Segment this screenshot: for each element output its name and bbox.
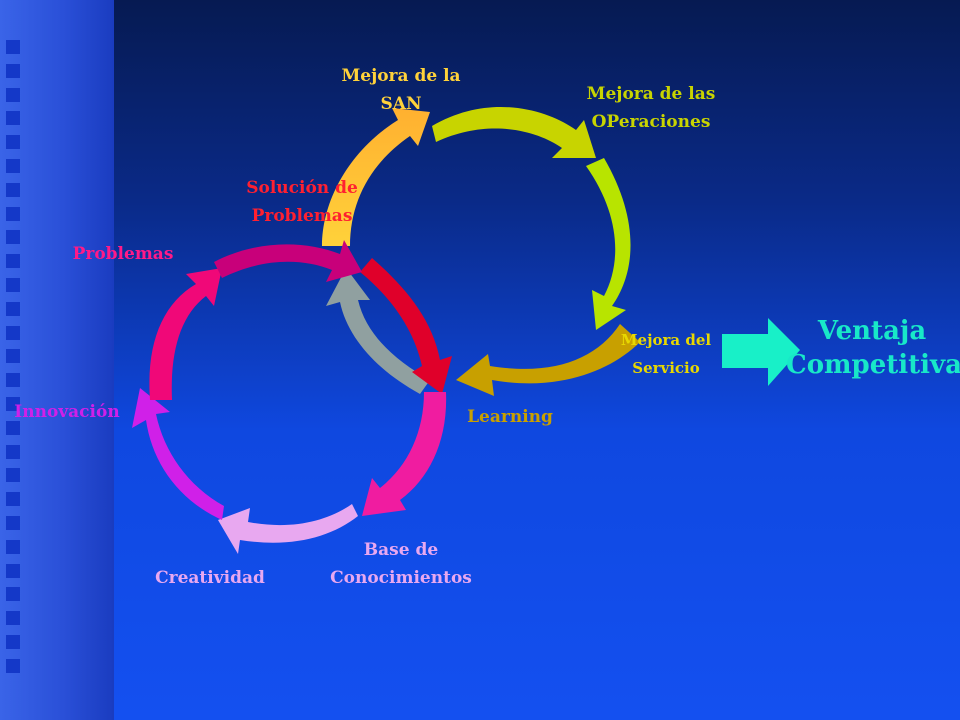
arrow-solucion-to-learning-segment — [360, 258, 452, 394]
decorative-square — [6, 468, 20, 483]
decorative-square — [6, 63, 20, 78]
label-mejora-operaciones: Mejora de las OPeraciones — [570, 80, 732, 136]
label-base-conocimientos: Base de Conocimientos — [316, 536, 486, 592]
decorative-square — [6, 87, 20, 102]
decorative-square — [6, 277, 20, 292]
arrow-san-segment — [322, 108, 430, 246]
arrow-servicio-segment — [586, 158, 631, 330]
lower-cycle — [132, 240, 452, 554]
label-problemas: Problemas — [60, 240, 186, 268]
label-learning-text: Learning — [467, 407, 553, 427]
label-mejora-operaciones-text: Mejora de las OPeraciones — [586, 84, 716, 132]
decorative-square — [6, 492, 20, 507]
decorative-square — [6, 444, 20, 459]
label-innovacion: Innovación — [6, 398, 128, 426]
decorative-square — [6, 515, 20, 530]
arrow-innovacion-segment — [132, 388, 224, 520]
label-mejora-servicio: Mejora del Servicio — [604, 326, 728, 382]
label-problemas-text: Problemas — [72, 244, 174, 264]
arrow-base-segment — [362, 392, 447, 516]
decorative-square — [6, 111, 20, 126]
decorative-square — [6, 158, 20, 173]
label-innovacion-text: Innovación — [14, 402, 120, 422]
decorative-square — [6, 349, 20, 364]
arrow-creatividad-segment — [218, 504, 358, 554]
arrow-learning-return-segment — [326, 268, 430, 394]
decorative-square — [6, 254, 20, 269]
arrow-operaciones-segment — [432, 106, 596, 158]
label-mejora-san-text: Mejora de la SAN — [341, 66, 461, 114]
label-learning: Learning — [454, 403, 566, 431]
label-creatividad-text: Creatividad — [155, 568, 265, 588]
label-ventaja-competitiva: Ventaja Competitiva — [786, 314, 960, 382]
decorative-square — [6, 634, 20, 649]
decorative-square — [6, 135, 20, 150]
label-base-conocimientos-text: Base de Conocimientos — [330, 540, 472, 588]
arrow-learning-segment — [456, 324, 640, 396]
decorative-square — [6, 182, 20, 197]
decorative-square — [6, 40, 20, 54]
decorative-square — [6, 206, 20, 221]
decorative-square — [6, 373, 20, 388]
decorative-squares — [6, 40, 26, 683]
decorative-square — [6, 396, 20, 411]
decorative-square — [6, 563, 20, 578]
decorative-square — [6, 325, 20, 340]
label-mejora-servicio-text: Mejora del Servicio — [620, 331, 712, 377]
decorative-square — [6, 587, 20, 602]
label-solucion-problemas-text: Solución de Problemas — [246, 178, 358, 226]
upper-cycle — [322, 106, 640, 396]
label-creatividad: Creatividad — [138, 564, 282, 592]
label-mejora-san: Mejora de la SAN — [318, 62, 484, 118]
decorative-square — [6, 420, 20, 435]
arrow-problemas-segment — [149, 268, 222, 400]
label-ventaja-competitiva-text: Ventaja Competitiva — [786, 316, 960, 380]
label-solucion-problemas: Solución de Problemas — [230, 174, 374, 230]
competitive-advantage-arrow — [722, 318, 800, 386]
decorative-square — [6, 539, 20, 554]
decorative-square — [6, 230, 20, 245]
decorative-square — [6, 301, 20, 316]
decorative-square — [6, 658, 20, 673]
left-decorative-band — [0, 0, 114, 720]
arrow-solucion-segment — [214, 240, 362, 282]
decorative-square — [6, 611, 20, 626]
